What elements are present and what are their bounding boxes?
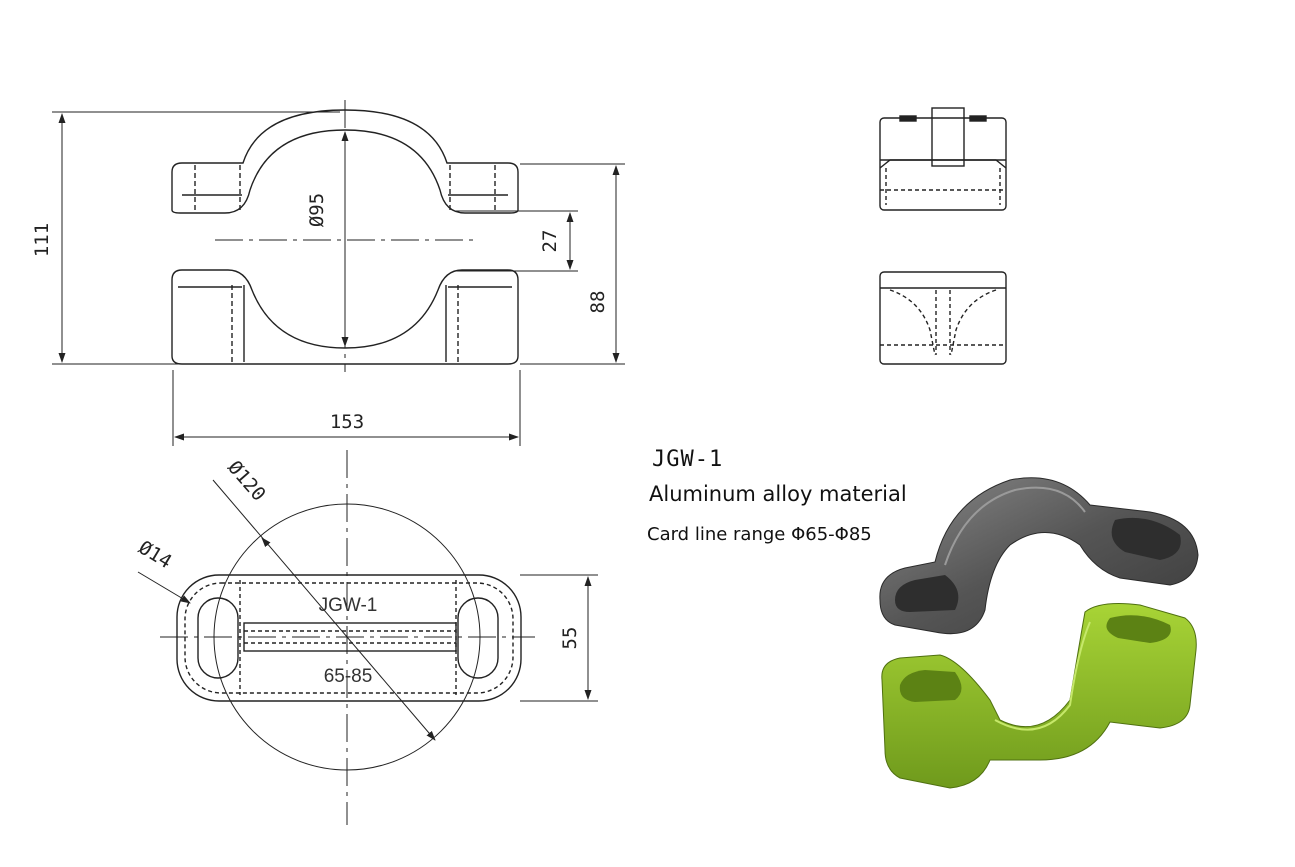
slot-left <box>197 597 239 679</box>
dim-gap: 27 <box>539 230 561 253</box>
base-outline <box>176 574 522 702</box>
dim-slot-diameter: Ø14 <box>135 537 176 574</box>
lower-clamp-outline <box>171 269 519 365</box>
side-view-lower <box>879 271 1007 365</box>
top-dimensions <box>137 479 598 741</box>
dim-width: 153 <box>330 411 364 433</box>
dim-height-clamp: 88 <box>587 291 609 314</box>
render-upper-clamp <box>879 477 1199 635</box>
front-dimensions <box>52 111 625 446</box>
dim-inner-diameter: Ø95 <box>306 193 328 227</box>
dim-circle-diameter: Ø120 <box>223 457 270 506</box>
render-lower-clamp <box>881 603 1197 789</box>
embossed-range: 65-85 <box>324 666 373 687</box>
embossed-model: JGW-1 <box>319 595 378 616</box>
upper-clamp-outline <box>171 109 519 214</box>
product-range: Card line range Φ65-Φ85 <box>647 524 872 545</box>
dim-height-total: 111 <box>31 223 53 257</box>
side-view-upper <box>879 107 1007 211</box>
product-material: Aluminum alloy material <box>649 482 907 506</box>
dim-depth: 55 <box>559 627 581 650</box>
slot-right <box>457 597 499 679</box>
product-model: JGW-1 <box>652 447 724 472</box>
